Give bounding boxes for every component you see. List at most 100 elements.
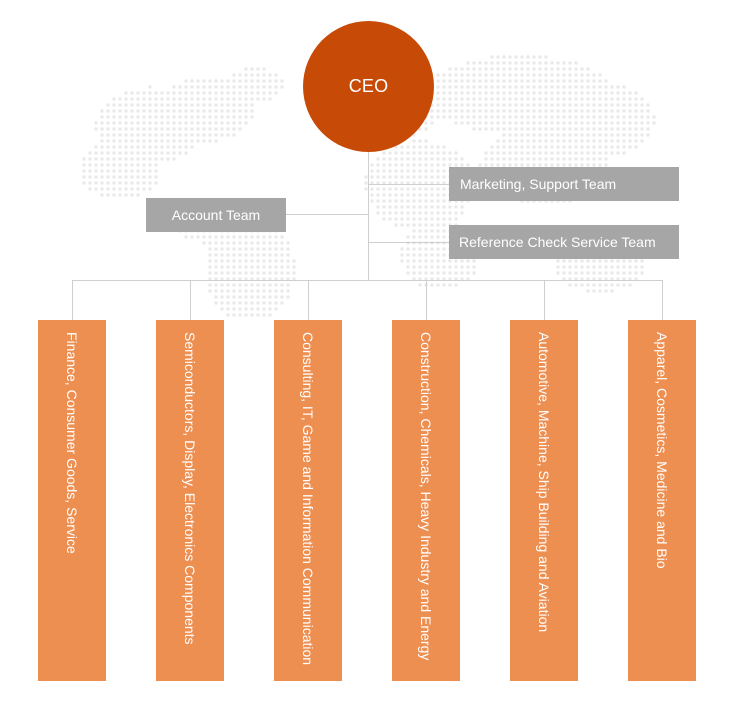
map-dot [520,157,524,161]
map-dot [238,253,242,257]
map-dot [604,79,608,83]
map-dot [598,127,602,131]
map-dot [610,85,614,89]
map-dot [166,127,170,131]
map-dot [490,151,494,155]
map-dot [442,223,446,227]
map-dot [166,145,170,149]
map-dot [418,163,422,167]
map-dot [148,175,152,179]
map-dot [250,85,254,89]
map-dot [232,127,236,131]
map-dot [148,169,152,173]
map-dot [100,109,104,113]
map-dot [238,73,242,77]
map-dot [568,103,572,107]
map-dot [250,259,254,263]
map-dot [430,217,434,221]
map-dot [466,67,470,71]
map-dot [112,109,116,113]
map-dot [196,139,200,143]
map-dot [238,313,242,317]
map-dot [424,187,428,191]
map-dot [412,235,416,239]
map-dot [100,127,104,131]
map-dot [478,73,482,77]
map-dot [178,91,182,95]
map-dot [640,133,644,137]
map-dot [220,133,224,137]
map-dot [100,121,104,125]
map-dot [250,97,254,101]
map-dot [640,259,644,263]
map-dot [490,73,494,77]
map-dot [208,235,212,239]
map-dot [100,139,104,143]
map-dot [520,73,524,77]
map-dot [142,109,146,113]
map-dot [226,91,230,95]
map-dot [142,169,146,173]
map-dot [406,157,410,161]
map-dot [112,193,116,197]
map-dot [190,97,194,101]
map-dot [640,271,644,275]
map-dot [430,121,434,125]
map-dot [274,295,278,299]
map-dot [442,157,446,161]
map-dot [280,265,284,269]
map-dot [118,169,122,173]
map-dot [244,247,248,251]
map-dot [556,271,560,275]
map-dot [580,283,584,287]
map-dot [166,91,170,95]
map-dot [280,283,284,287]
map-dot [106,163,110,167]
map-dot [262,253,266,257]
map-dot [598,289,602,293]
sector-bus-line [72,280,663,281]
map-dot [436,187,440,191]
map-dot [538,139,542,143]
map-dot [550,67,554,71]
map-dot [580,91,584,95]
reference-check-team-label: Reference Check Service Team [459,234,656,250]
map-dot [256,259,260,263]
map-dot [562,115,566,119]
map-dot [250,247,254,251]
map-dot [574,127,578,131]
map-dot [130,157,134,161]
map-dot [526,115,530,119]
map-dot [208,289,212,293]
map-dot [604,151,608,155]
map-dot [622,283,626,287]
map-dot [130,151,134,155]
map-dot [292,259,296,263]
map-dot [592,97,596,101]
map-dot [256,73,260,77]
map-dot [268,259,272,263]
map-dot [544,67,548,71]
map-dot [514,85,518,89]
map-dot [208,253,212,257]
map-dot [148,145,152,149]
map-dot [100,133,104,137]
map-dot [556,145,560,149]
map-dot [598,79,602,83]
map-dot [160,91,164,95]
map-dot [472,127,476,131]
map-dot [382,199,386,203]
map-dot [562,97,566,101]
map-dot [466,91,470,95]
map-dot [238,109,242,113]
map-dot [466,73,470,77]
map-dot [256,235,260,239]
map-dot [604,115,608,119]
map-dot [178,109,182,113]
map-dot [442,163,446,167]
map-dot [610,91,614,95]
map-dot [376,181,380,185]
map-dot [454,79,458,83]
map-dot [484,91,488,95]
map-dot [454,91,458,95]
